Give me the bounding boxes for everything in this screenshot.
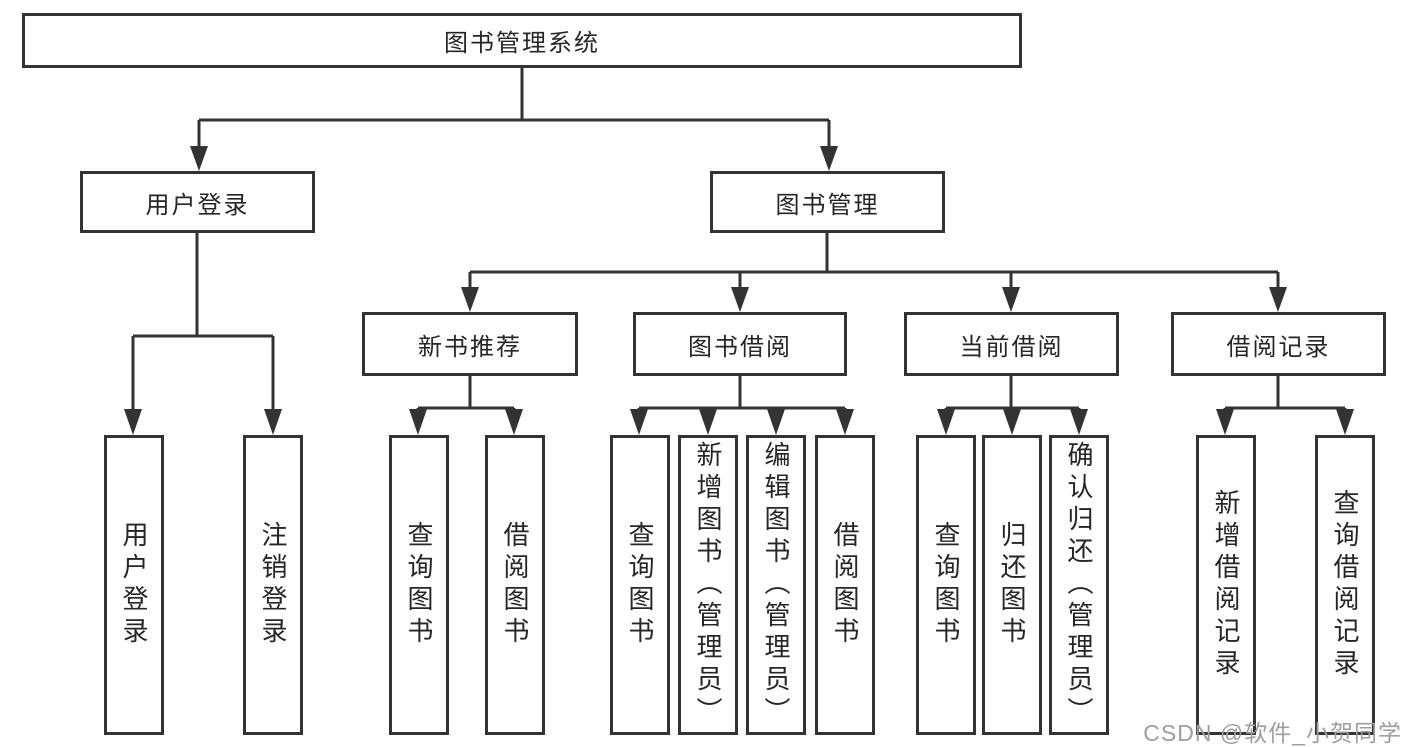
node-label: 用户登录 — [145, 191, 250, 219]
connector-borrow-records-to-leaves — [1216, 376, 1354, 435]
node-label: 新书推荐 — [418, 333, 522, 361]
leaf-label: 借阅图书 — [830, 521, 860, 649]
leaf-logout-login: 注销登录 — [243, 435, 303, 735]
node-label: 图书借阅 — [688, 333, 792, 361]
connector-book-management-to-level3 — [461, 233, 1287, 312]
connector-current-borrow-to-leaves — [937, 376, 1088, 435]
node-borrow-records: 借阅记录 — [1171, 312, 1386, 376]
node-label: 借阅记录 — [1226, 333, 1331, 361]
leaf-borrow-books-recommend: 借阅图书 — [485, 435, 545, 735]
leaf-query-books-recommend: 查询图书 — [389, 435, 449, 735]
leaf-edit-books-admin: 编辑图书（管理员） — [746, 435, 806, 735]
leaf-user-login: 用户登录 — [104, 435, 164, 735]
leaf-confirm-return-admin: 确认归还（管理员） — [1049, 435, 1109, 735]
node-new-book-recommend: 新书推荐 — [362, 312, 578, 376]
leaf-label: 查询图书 — [404, 521, 434, 649]
leaf-add-books-admin: 新增图书（管理员） — [678, 435, 738, 735]
node-label: 图书管理 — [775, 191, 880, 219]
leaf-query-books-current: 查询图书 — [916, 435, 976, 735]
leaf-label: 查询图书 — [931, 521, 961, 649]
leaf-return-books: 归还图书 — [982, 435, 1042, 735]
node-label: 当前借阅 — [959, 333, 1064, 361]
leaf-label: 借阅图书 — [500, 521, 530, 649]
leaf-label: 确认归还（管理员） — [1064, 441, 1094, 729]
leaf-label: 查询图书 — [625, 521, 655, 649]
connector-root-to-level2 — [190, 68, 838, 171]
node-user-login: 用户登录 — [80, 171, 315, 233]
node-label: 图书管理系统 — [444, 30, 600, 57]
leaf-label: 查询借阅记录 — [1330, 489, 1360, 681]
node-book-management: 图书管理 — [710, 171, 945, 233]
leaf-query-borrow-record: 查询借阅记录 — [1315, 435, 1375, 735]
leaf-add-borrow-record: 新增借阅记录 — [1196, 435, 1256, 735]
leaf-label: 注销登录 — [258, 521, 288, 649]
leaf-query-books-borrow: 查询图书 — [610, 435, 670, 735]
leaf-borrow-books: 借阅图书 — [815, 435, 875, 735]
connector-new-book-to-leaves — [409, 376, 523, 435]
csdn-watermark: CSDN @软件_小贺同学 — [1143, 720, 1402, 746]
node-current-borrow: 当前借阅 — [904, 312, 1119, 376]
connector-user-login-to-leaves — [124, 233, 282, 435]
leaf-label: 编辑图书（管理员） — [761, 441, 791, 729]
node-library-management-system: 图书管理系统 — [22, 13, 1022, 68]
node-book-borrow: 图书借阅 — [633, 312, 847, 376]
connector-book-borrow-to-leaves — [630, 376, 854, 435]
leaf-label: 新增图书（管理员） — [693, 441, 723, 729]
leaf-label: 归还图书 — [997, 521, 1027, 649]
leaf-label: 新增借阅记录 — [1211, 489, 1241, 681]
leaf-label: 用户登录 — [119, 521, 149, 649]
